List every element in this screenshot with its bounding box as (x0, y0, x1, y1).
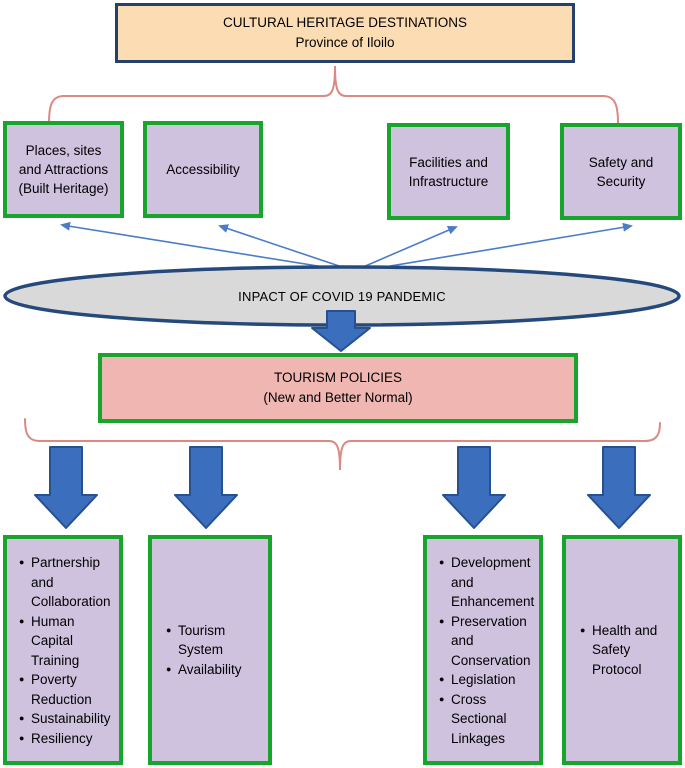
bullet-list: Development and EnhancementPreservation … (439, 553, 534, 749)
bullet-item: Partnership and Collaboration (19, 553, 111, 612)
bullet-item: Human Capital Training (19, 612, 110, 671)
tourism-policies-box: TOURISM POLICIES (New and Better Normal) (98, 353, 578, 423)
bullet-item: Poverty Reduction (19, 670, 110, 709)
dimension-box-safety: Safety and Security (560, 123, 682, 220)
dimension-label: Facilities and Infrastructure (408, 154, 489, 189)
down-arrow-tourism-system (174, 446, 238, 529)
dimension-label: Safety and Security (588, 154, 654, 189)
bullet-item: Resiliency (19, 729, 110, 749)
bullet-list: Partnership and CollaborationHuman Capit… (19, 553, 111, 749)
policy-title: TOURISM POLICIES (273, 370, 403, 385)
heritage-title: CULTURAL HERITAGE DESTINATIONS (222, 15, 468, 30)
bullet-item: Cross Sectional Linkages (439, 690, 530, 749)
bullet-item: Health and Safety Protocol (580, 621, 669, 680)
dimension-box-accessibility: Accessibility (143, 121, 263, 218)
impact-arrow-safety (359, 222, 633, 272)
bullet-list: Tourism SystemAvailability (166, 621, 259, 680)
impact-arrow-facilities (355, 226, 458, 271)
bottom-brace (24, 418, 661, 471)
impact-arrow-places (60, 221, 350, 272)
dimension-box-places-sites: Places, sites and Attractions (Built Her… (3, 121, 124, 218)
down-arrow-partnership (34, 446, 98, 529)
down-arrow-health (587, 446, 651, 529)
bullet-item: Availability (166, 660, 259, 680)
bullet-list: Health and Safety Protocol (580, 621, 669, 680)
impact-arrow-accessibility (218, 224, 352, 271)
heritage-subtitle: Province of Iloilo (295, 35, 395, 50)
bullet-item: Preservation and Conservation (439, 612, 531, 671)
bullet-item: Sustainability (19, 709, 111, 729)
dimension-label: Accessibility (166, 162, 240, 177)
bullet-item: Tourism System (166, 621, 259, 660)
dimension-box-facilities: Facilities and Infrastructure (387, 123, 510, 220)
outcome-box-partnership: Partnership and CollaborationHuman Capit… (3, 535, 123, 765)
heritage-destinations-box: CULTURAL HERITAGE DESTINATIONS Province … (115, 3, 575, 63)
bullet-item: Legislation (439, 670, 530, 690)
covid-impact-label: INPACT OF COVID 19 PANDEMIC (238, 288, 446, 304)
dimension-label: Places, sites and Attractions (Built Her… (18, 143, 109, 196)
outcome-box-development: Development and EnhancementPreservation … (423, 535, 543, 765)
outcome-box-health: Health and Safety Protocol (562, 535, 682, 765)
outcome-box-tourism-system: Tourism SystemAvailability (148, 535, 272, 765)
down-arrow-development (442, 446, 506, 529)
top-brace (48, 65, 619, 124)
bullet-item: Development and Enhancement (439, 553, 534, 612)
policy-subtitle: (New and Better Normal) (263, 390, 413, 405)
